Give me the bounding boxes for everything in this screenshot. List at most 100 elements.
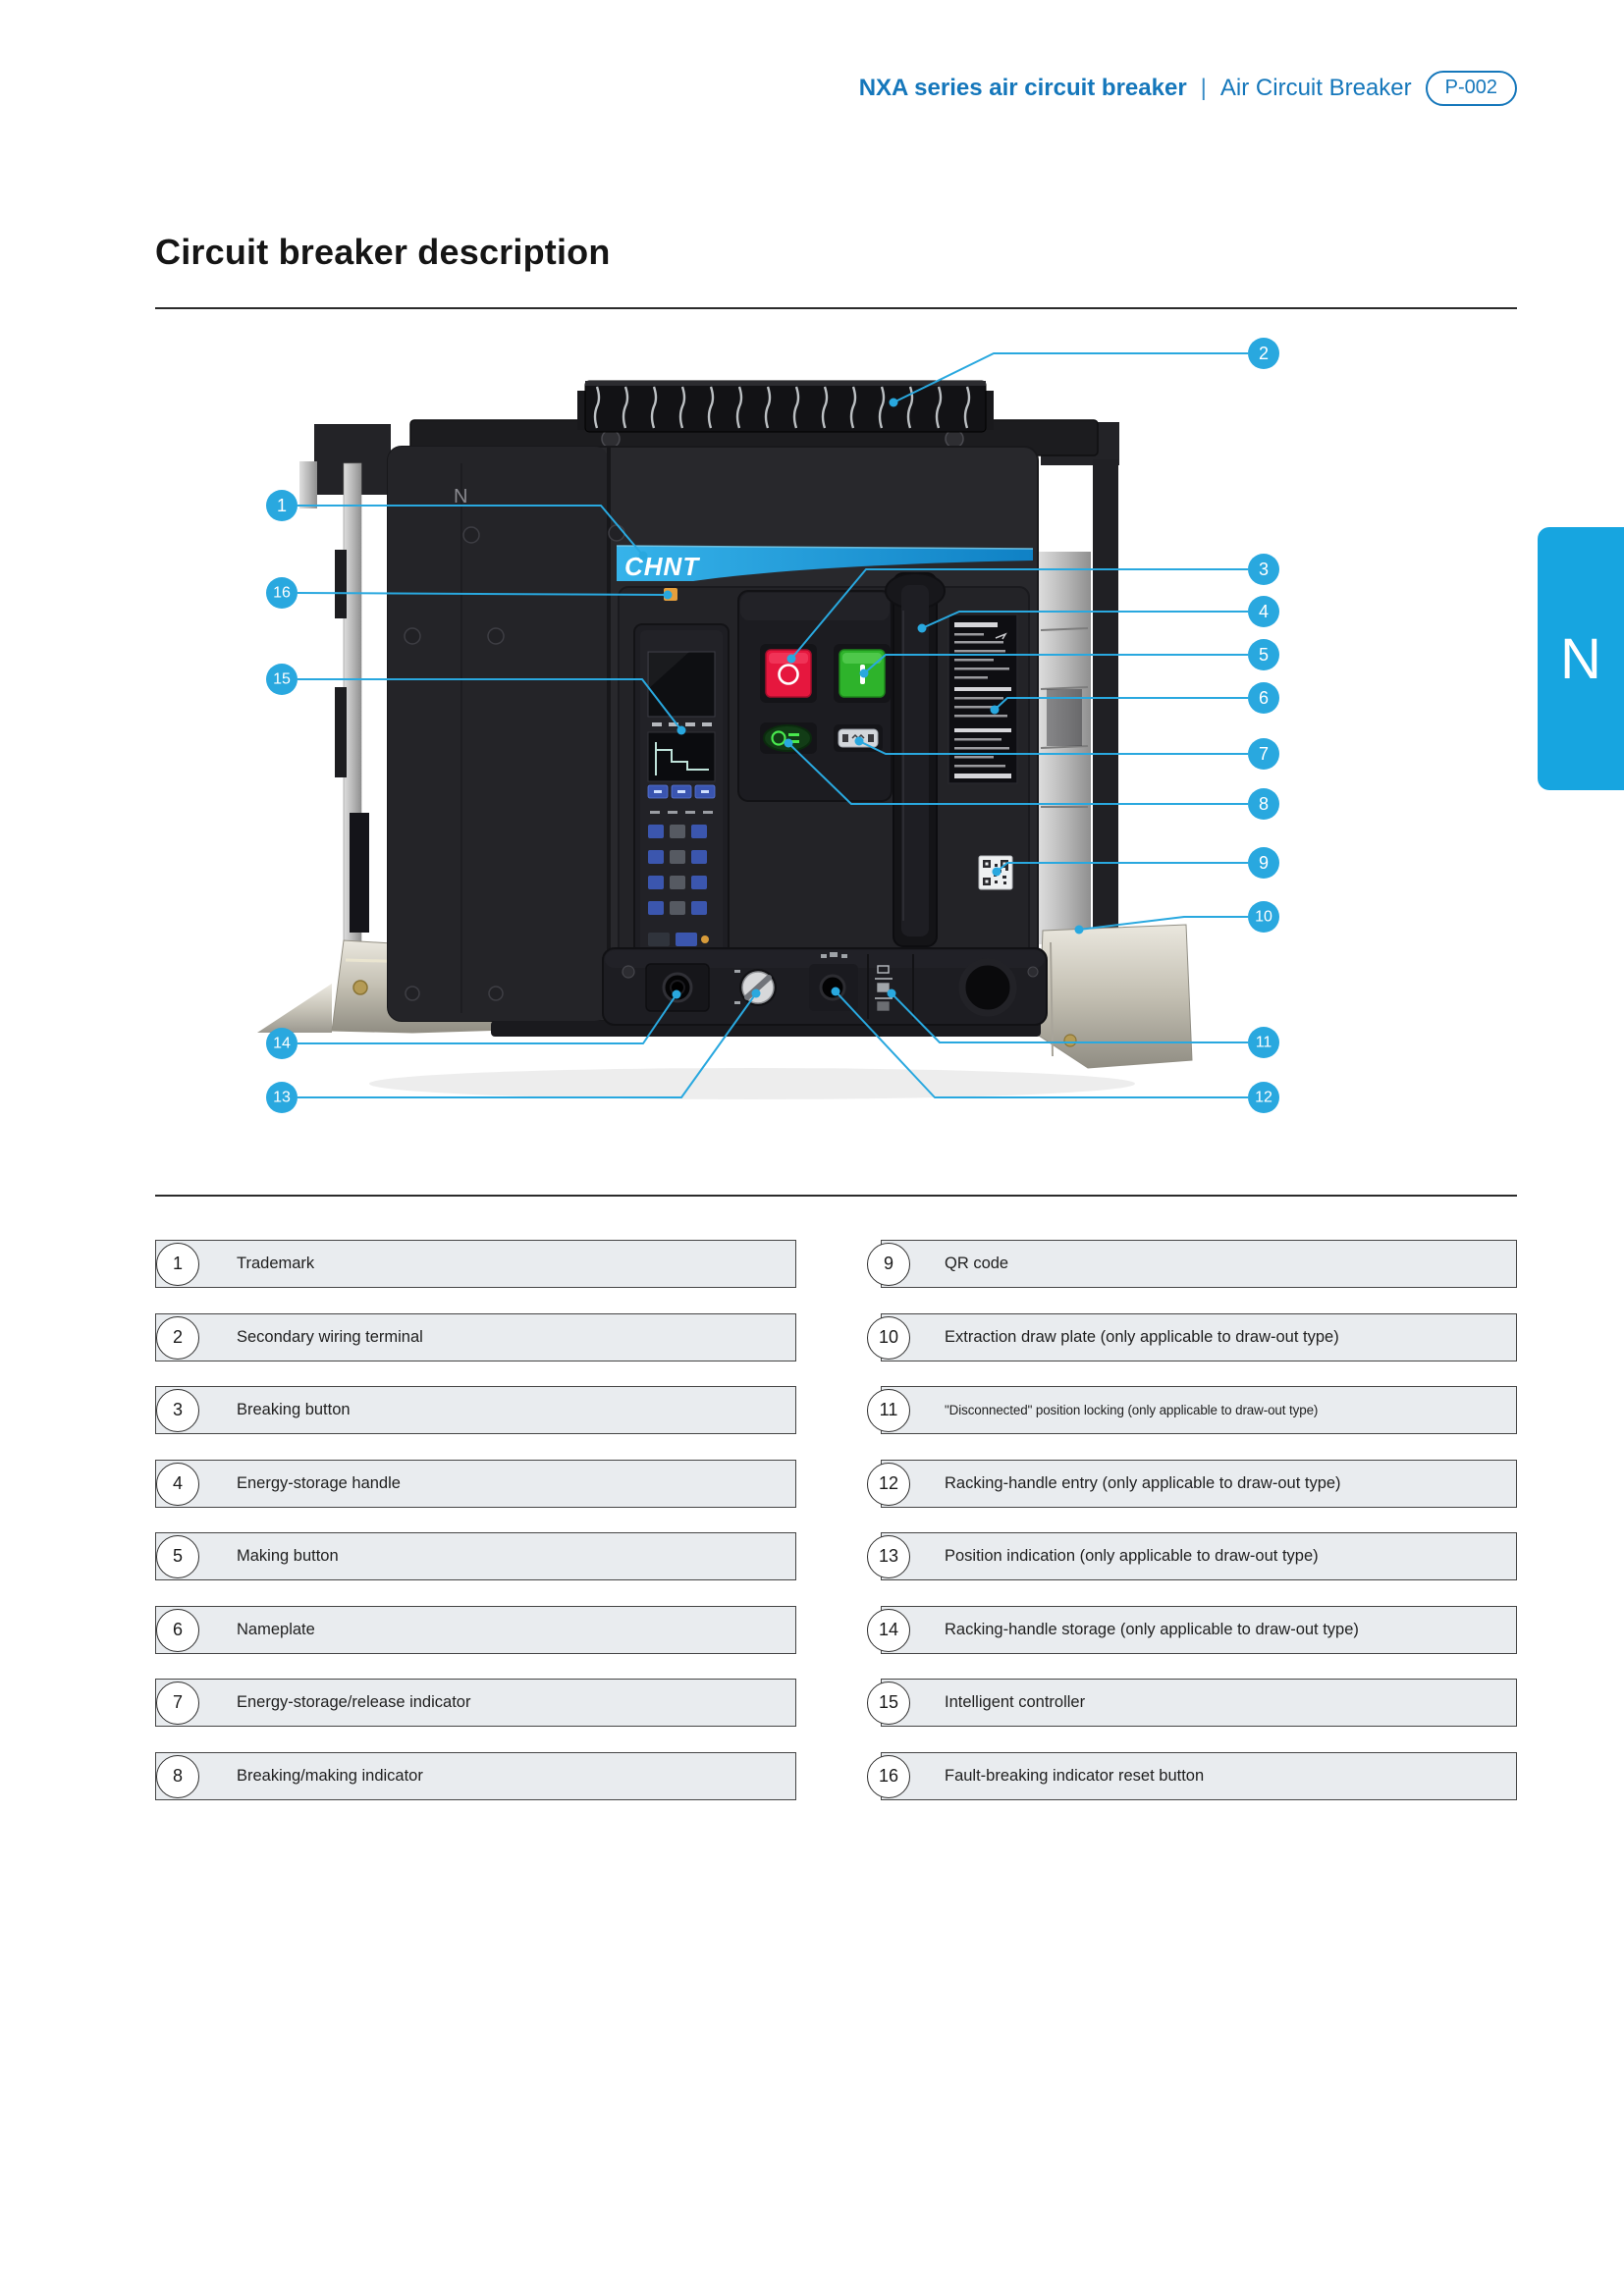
callout-7-pointer xyxy=(854,736,864,746)
legend-item-number: 11 xyxy=(867,1388,910,1432)
legend-item-label: "Disconnected" position locking (only ap… xyxy=(945,1403,1319,1417)
legend-item-label: Nameplate xyxy=(237,1621,315,1638)
intelligent-controller xyxy=(633,623,730,1018)
callout-2-number: 2 xyxy=(1259,344,1269,363)
callout-3-badge xyxy=(1248,554,1279,585)
legend-item-number: 2 xyxy=(156,1315,199,1360)
callout-12-pointer xyxy=(831,987,840,996)
chapter-tab-letter: N xyxy=(1560,626,1601,691)
brand-band: CHNT xyxy=(616,545,1034,581)
callout-13-number: 13 xyxy=(273,1090,291,1106)
controller-buttons xyxy=(647,784,716,799)
callout-11-number: 11 xyxy=(1256,1035,1272,1051)
callout-2: 2 xyxy=(889,338,1279,407)
legend-item-7: 7 Energy-storage/release indicator xyxy=(155,1679,796,1727)
header-product-name: Air Circuit Breaker xyxy=(1219,75,1412,101)
extraction-draw-plate xyxy=(1038,924,1193,1069)
legend-item-number: 15 xyxy=(867,1681,910,1725)
legend-item-label: Trademark xyxy=(237,1255,315,1272)
legend-item-label: Energy-storage/release indicator xyxy=(237,1693,471,1711)
legend-item-label: Racking-handle entry (only applicable to… xyxy=(945,1474,1341,1492)
callout-13-pointer xyxy=(751,988,761,998)
section-title: Circuit breaker description xyxy=(155,232,611,272)
callout-14-badge xyxy=(266,1028,298,1059)
callout-9-badge xyxy=(1248,847,1279,879)
legend-item-5: 5 Making button xyxy=(155,1532,796,1580)
page-code-badge: P-002 xyxy=(1425,71,1517,106)
header-separator: | xyxy=(1200,75,1207,101)
legend-item-number: 4 xyxy=(156,1462,199,1506)
legend-item-number: 1 xyxy=(156,1242,199,1286)
legend-item-label: Extraction draw plate (only applicable t… xyxy=(945,1328,1339,1346)
callout-16-number: 16 xyxy=(273,585,291,602)
legend-item-number: 7 xyxy=(156,1681,199,1725)
energy-storage-handle xyxy=(885,572,946,947)
callout-16: 16 xyxy=(266,577,673,609)
legend-item-label: Making button xyxy=(237,1547,339,1565)
callout-2-pointer xyxy=(889,398,898,407)
callout-15-pointer xyxy=(677,725,686,735)
callout-6: 6 xyxy=(990,682,1279,715)
legend-item-label: Racking-handle storage (only applicable … xyxy=(945,1621,1359,1638)
disconnected-position-locking xyxy=(875,965,893,1011)
cassette-left-rail xyxy=(299,424,391,994)
legend-item-number: 5 xyxy=(156,1534,199,1578)
position-indication-knob xyxy=(734,969,777,1006)
callout-5-number: 5 xyxy=(1259,645,1269,665)
callout-9-pointer xyxy=(992,867,1001,877)
drawout-mechanism xyxy=(602,947,1048,1026)
legend-item-number: 9 xyxy=(867,1242,910,1286)
callout-12-badge xyxy=(1248,1082,1279,1113)
legend-item-number: 6 xyxy=(156,1608,199,1652)
legend-item-number: 3 xyxy=(156,1388,199,1432)
racking-handle-storage-hole xyxy=(645,963,710,1012)
callout-12-number: 12 xyxy=(1255,1090,1272,1106)
legend-item-3: 3 Breaking button xyxy=(155,1386,796,1434)
legend-item-label: Secondary wiring terminal xyxy=(237,1328,423,1346)
callout-15-number: 15 xyxy=(273,671,291,688)
neutral-pole-marking: N xyxy=(454,486,467,507)
legend-item-label: Breaking button xyxy=(237,1401,351,1418)
legend-divider xyxy=(155,1195,1517,1197)
breaking-making-indicator xyxy=(763,724,812,752)
callout-10-badge xyxy=(1248,901,1279,933)
legend-item-number: 13 xyxy=(867,1534,910,1578)
legend-item-13: 13 Position indication (only applicable t… xyxy=(867,1532,1517,1580)
trip-curve-display xyxy=(647,731,716,782)
legend-item-number: 8 xyxy=(156,1754,199,1798)
callout-6-pointer xyxy=(990,705,1000,715)
title-divider xyxy=(155,307,1517,309)
callout-13-badge xyxy=(266,1082,298,1113)
page-header: NXA series air circuit breaker | Air Cir… xyxy=(859,69,1517,108)
callout-6-number: 6 xyxy=(1259,688,1269,708)
callout-9-number: 9 xyxy=(1259,853,1269,873)
callout-10-pointer xyxy=(1074,925,1084,934)
terminal-wires xyxy=(593,386,971,429)
brand-logo: CHNT xyxy=(624,552,700,581)
unit-shadow xyxy=(369,1068,1135,1099)
legend-item-label: Position indication (only applicable to … xyxy=(945,1547,1319,1565)
operation-panel xyxy=(737,590,893,802)
callout-9: 9 xyxy=(992,847,1279,879)
callout-4-pointer xyxy=(917,623,927,633)
legend-item-label: Breaking/making indicator xyxy=(237,1767,423,1785)
callout-11: 11 xyxy=(887,988,1279,1058)
legend-item-number: 12 xyxy=(867,1462,910,1506)
callout-8-pointer xyxy=(784,738,793,748)
mechanism-opening xyxy=(958,958,1017,1017)
callout-6-badge xyxy=(1248,682,1279,714)
callout-14: 14 xyxy=(266,989,681,1059)
callout-3-pointer xyxy=(786,654,796,664)
callout-7-number: 7 xyxy=(1259,744,1269,764)
callout-15: 15 xyxy=(266,664,686,735)
callout-1-badge xyxy=(266,490,298,521)
callout-2-badge xyxy=(1248,338,1279,369)
